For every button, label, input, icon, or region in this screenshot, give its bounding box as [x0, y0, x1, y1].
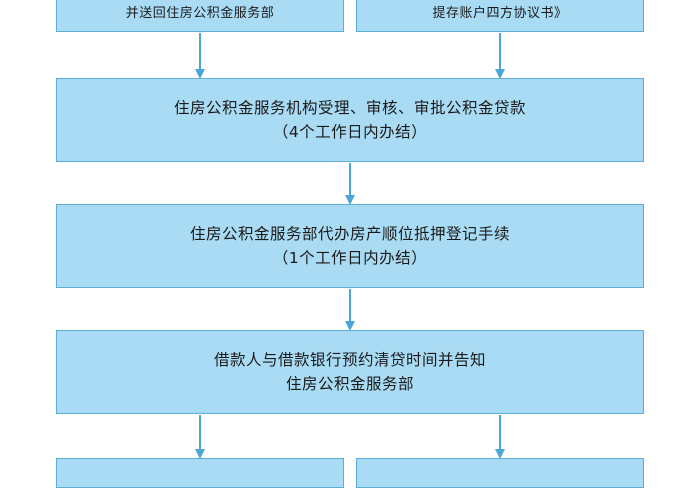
bottom-left-box: [56, 458, 344, 488]
mortgage-step-box: 住房公积金服务部代办房产顺位抵押登记手续 （1个工作日内办结）: [56, 204, 644, 288]
approval-step-line2: （4个工作日内办结）: [272, 123, 428, 141]
notify-step-box: 借款人与借款银行预约清贷时间并告知 住房公积金服务部: [56, 330, 644, 414]
top-right-box-text: 提存账户四方协议书》: [432, 5, 568, 21]
notify-step-line2: 住房公积金服务部: [285, 375, 414, 393]
approval-step-line1: 住房公积金服务机构受理、审核、审批公积金贷款: [173, 98, 526, 117]
bottom-right-box: [356, 458, 644, 488]
top-left-box: 并送回住房公积金服务部: [56, 0, 344, 32]
mortgage-step-line1: 住房公积金服务部代办房产顺位抵押登记手续: [189, 224, 510, 243]
top-right-box: 提存账户四方协议书》: [356, 0, 644, 32]
top-left-box-text: 并送回住房公积金服务部: [125, 5, 275, 21]
mortgage-step-line2: （1个工作日内办结）: [272, 249, 428, 267]
notify-step-line1: 借款人与借款银行预约清贷时间并告知: [213, 350, 486, 369]
approval-step-box: 住房公积金服务机构受理、审核、审批公积金贷款 （4个工作日内办结）: [56, 78, 644, 162]
